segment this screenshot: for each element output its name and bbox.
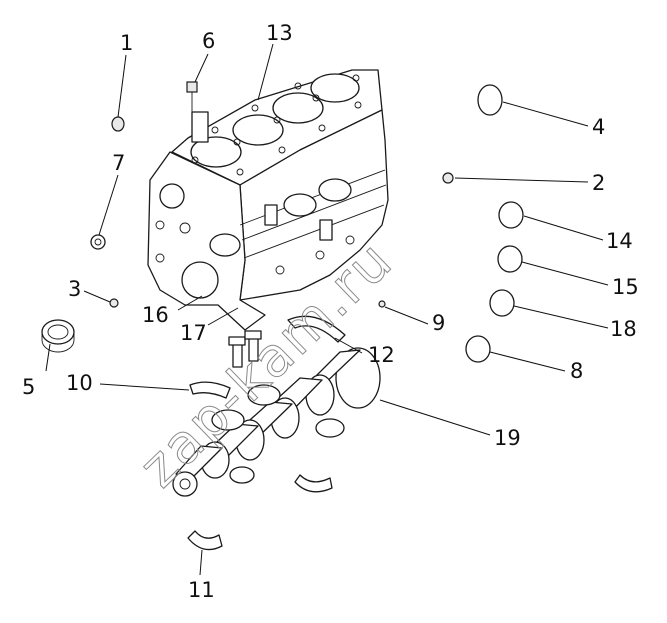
callout-1: 1 <box>120 31 133 55</box>
plug-part-1 <box>111 116 125 132</box>
callout-14: 14 <box>606 229 633 253</box>
bolt-part-6 <box>186 81 198 112</box>
callout-10: 10 <box>66 371 93 395</box>
callout-3: 3 <box>68 277 81 301</box>
plug-part-18 <box>489 289 515 317</box>
screw-part-3 <box>109 298 119 308</box>
bushing-part-5 <box>41 319 75 353</box>
plug-part-4 <box>477 84 503 116</box>
cap-bolts <box>228 330 262 368</box>
leader-lines <box>45 43 609 576</box>
callout-19: 19 <box>494 426 521 450</box>
callout-13: 13 <box>266 21 293 45</box>
plug-part-14 <box>498 201 524 229</box>
bearing-shell-12 <box>287 315 346 343</box>
callout-labels: 1 2 3 4 5 6 7 8 9 10 11 12 13 14 15 16 1… <box>22 21 639 602</box>
callout-11: 11 <box>188 578 215 602</box>
bushing-part-7 <box>90 234 106 250</box>
callout-17: 17 <box>180 321 207 345</box>
callout-18: 18 <box>610 317 637 341</box>
screw-part-2 <box>442 172 454 184</box>
crankshaft <box>172 347 381 497</box>
callout-15: 15 <box>612 275 639 299</box>
callout-8: 8 <box>570 359 583 383</box>
plug-part-8 <box>465 335 491 363</box>
callout-7: 7 <box>112 151 125 175</box>
bearing-shell-10 <box>189 381 231 399</box>
callout-6: 6 <box>202 29 215 53</box>
callout-2: 2 <box>592 171 605 195</box>
callout-4: 4 <box>592 115 605 139</box>
cylinder-block <box>147 69 389 331</box>
callout-5: 5 <box>22 375 35 399</box>
bearing-shell-11 <box>187 530 223 551</box>
callout-16: 16 <box>142 303 169 327</box>
callout-9: 9 <box>432 311 445 335</box>
callout-12: 12 <box>368 343 395 367</box>
bearing-shell-lower <box>294 474 333 493</box>
plug-part-15 <box>497 245 523 273</box>
pin-part-9 <box>378 300 386 308</box>
